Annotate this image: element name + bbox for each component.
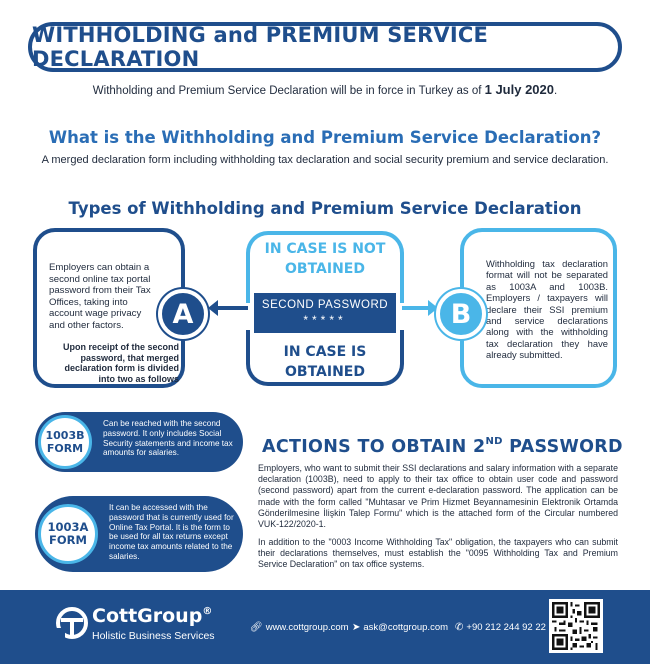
send-icon: ➤ <box>352 622 361 633</box>
intro-line: Withholding and Premium Service Declarat… <box>0 82 650 97</box>
email-link[interactable]: ➤ ask@cottgroup.com <box>352 622 448 633</box>
qr-code-icon[interactable] <box>549 599 603 653</box>
password-stars: ***** <box>303 313 347 327</box>
email-text: ask@cottgroup.com <box>363 622 449 633</box>
form-1003b-text: Can be reached with the second password.… <box>103 419 233 458</box>
arrow-right-icon <box>402 300 438 316</box>
form-1003b-badge: 1003B FORM <box>38 415 92 469</box>
intro-date: 1 July 2020 <box>484 82 554 97</box>
actions-heading-end: PASSWORD <box>502 437 623 457</box>
what-heading: What is the Withholding and Premium Serv… <box>48 128 602 147</box>
phone-icon: ✆ <box>455 622 464 633</box>
form-1003a-badge: 1003A FORM <box>38 504 98 564</box>
actions-heading-sup: ND <box>485 436 503 447</box>
obtained-frame <box>246 330 404 386</box>
second-password-bar: SECOND PASSWORD ***** <box>254 293 396 333</box>
cottgroup-logo-icon <box>55 607 88 640</box>
second-password-label: SECOND PASSWORD <box>261 299 389 311</box>
intro-end: . <box>554 85 558 97</box>
website-text: www.cottgroup.com <box>265 622 349 633</box>
form-label: FORM <box>46 442 84 455</box>
actions-heading: ACTIONS TO OBTAIN 2ND PASSWORD <box>262 436 623 457</box>
brand-text: CottGroup <box>92 605 203 627</box>
phone-link[interactable]: ✆ +90 212 244 92 22 <box>455 622 546 633</box>
letter-a-badge: A <box>158 289 208 339</box>
types-heading: Types of Withholding and Premium Service… <box>68 199 582 218</box>
card-b-text: Withholding tax declaration format will … <box>486 258 608 361</box>
letter-b-badge: B <box>436 289 486 339</box>
footer: CottGroup® Holistic Business Services 🔗︎… <box>0 590 650 664</box>
form-code: 1003A <box>47 520 89 534</box>
form-1003b-row: 1003B FORM Can be reached with the secon… <box>35 412 243 472</box>
actions-paragraph-1: Employers, who want to submit their SSI … <box>258 463 618 530</box>
card-b: Withholding tax declaration format will … <box>460 228 617 388</box>
form-1003a-row: 1003A FORM It can be accessed with the p… <box>35 496 243 572</box>
card-a-text: Employers can obtain a second online tax… <box>49 262 151 331</box>
actions-heading-main: ACTIONS TO OBTAIN 2 <box>262 437 486 457</box>
form-1003a-text: It can be accessed with the password tha… <box>109 503 234 561</box>
form-code: 1003B <box>45 429 85 442</box>
title-banner: WITHHOLDING and PREMIUM SERVICE DECLARAT… <box>28 22 622 72</box>
brand-name: CottGroup® <box>92 605 212 627</box>
not-obtained-label: IN CASE IS NOT OBTAINED <box>264 241 386 277</box>
arrow-left-icon <box>208 300 248 316</box>
not-obtained-frame <box>246 231 404 303</box>
intro-text: Withholding and Premium Service Declarat… <box>92 85 485 97</box>
phone-text: +90 212 244 92 22 <box>466 622 546 633</box>
link-icon: 🔗︎ <box>250 622 263 633</box>
obtained-label: IN CASE IS OBTAINED <box>283 344 367 380</box>
page-title: WITHHOLDING and PREMIUM SERVICE DECLARAT… <box>32 23 489 71</box>
what-description: A merged declaration form including with… <box>41 154 609 166</box>
actions-paragraph-2: In addition to the "0003 Income Withhold… <box>258 537 618 570</box>
brand-tagline: Holistic Business Services <box>92 630 215 642</box>
brand-mark: ® <box>202 606 213 617</box>
form-label: FORM <box>49 533 87 547</box>
website-link[interactable]: 🔗︎ www.cottgroup.com <box>250 622 349 633</box>
card-a-note: Upon receipt of the second password, tha… <box>62 342 179 384</box>
